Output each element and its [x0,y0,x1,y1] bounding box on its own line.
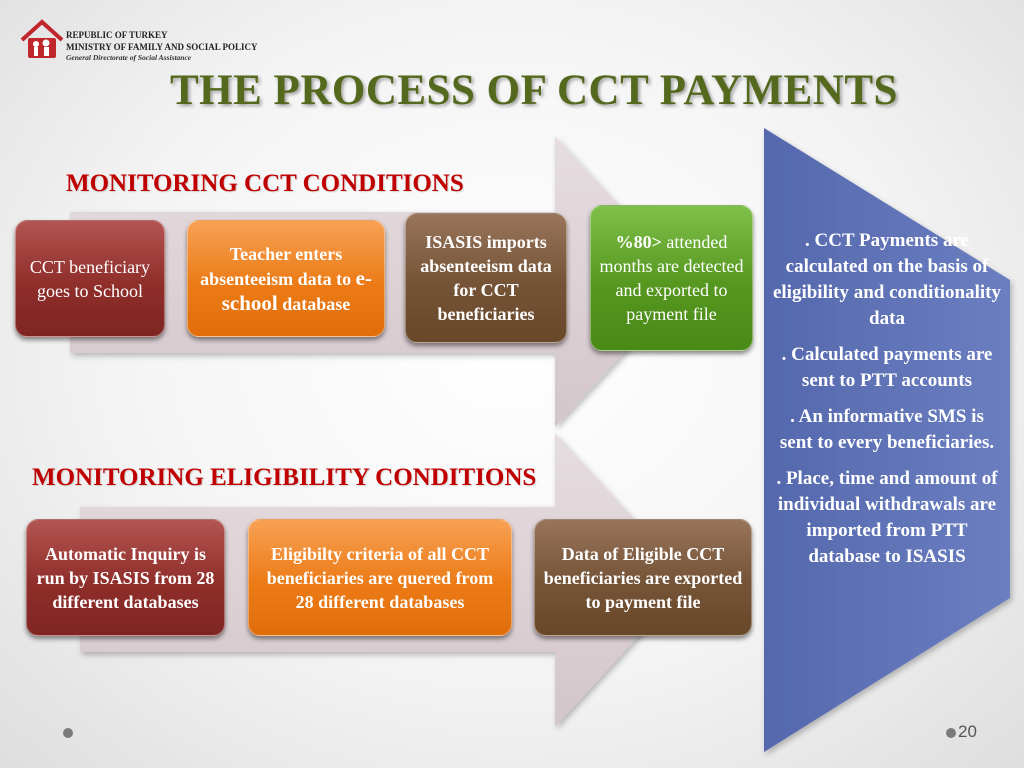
step-attendance-export: %80> attended months are detected and ex… [590,205,753,351]
step-text: Eligibilty criteria of all CCT beneficia… [266,543,494,612]
right-panel-shape [764,128,1010,752]
section-title-cct-conditions: MONITORING CCT CONDITIONS [66,170,464,197]
step-eligibility-criteria: Eligibilty criteria of all CCT beneficia… [248,519,512,636]
family-house-logo-icon [20,19,64,58]
org-line-ministry: MINISTRY OF FAMILY AND SOCIAL POLICY [66,42,258,52]
step-text: Automatic Inquiry is run by ISASIS from … [36,543,215,612]
step-teacher-enters-absenteeism: Teacher enters absenteeism data to e-sch… [187,220,385,337]
summary-item: . An informative SMS is sent to every be… [779,406,995,453]
summary-item: . CCT Payments are calculated on the bas… [772,230,1002,329]
decorative-dot-right [946,728,956,738]
step-beneficiary-goes-to-school: CCT beneficiary goes to School [15,220,165,337]
page-title: THE PROCESS OF CCT PAYMENTS [170,67,898,114]
organization-header: REPUBLIC OF TURKEY MINISTRY OF FAMILY AN… [20,18,280,66]
step-text: Teacher enters absenteeism data to e-sch… [196,242,376,316]
step-text: CCT beneficiary goes to School [29,256,151,301]
section-title-eligibility-conditions: MONITORING ELIGIBILITY CONDITIONS [32,464,537,491]
step-text-post: database [282,293,351,314]
org-line-directorate: General Directorate of Social Assistance [66,53,192,62]
step-text: ISASIS imports absenteeism data for CCT … [420,232,552,324]
summary-item: . Calculated payments are sent to PTT ac… [781,344,993,391]
payment-summary-panel: . CCT Payments are calculated on the bas… [772,228,1002,580]
step-automatic-inquiry: Automatic Inquiry is run by ISASIS from … [26,519,225,636]
org-line-country: REPUBLIC OF TURKEY [66,30,168,40]
step-text: Data of Eligible CCT beneficiaries are e… [543,543,743,612]
decorative-dot-left [63,728,73,738]
step-text-post: attended months are detected and exporte… [599,232,744,324]
step-text-emph: e-school [221,265,372,315]
step-text: %80> attended months are detected and ex… [599,230,744,326]
summary-item: . Place, time and amount of individual w… [776,468,998,567]
step-eligible-data-export: Data of Eligible CCT beneficiaries are e… [534,519,752,636]
step-text-pre: Teacher enters absenteeism data to [200,243,352,289]
step-isasis-imports-data: ISASIS imports absenteeism data for CCT … [405,213,567,343]
page-number: 20 [958,722,977,741]
step-text-emph: %80> [615,232,662,252]
